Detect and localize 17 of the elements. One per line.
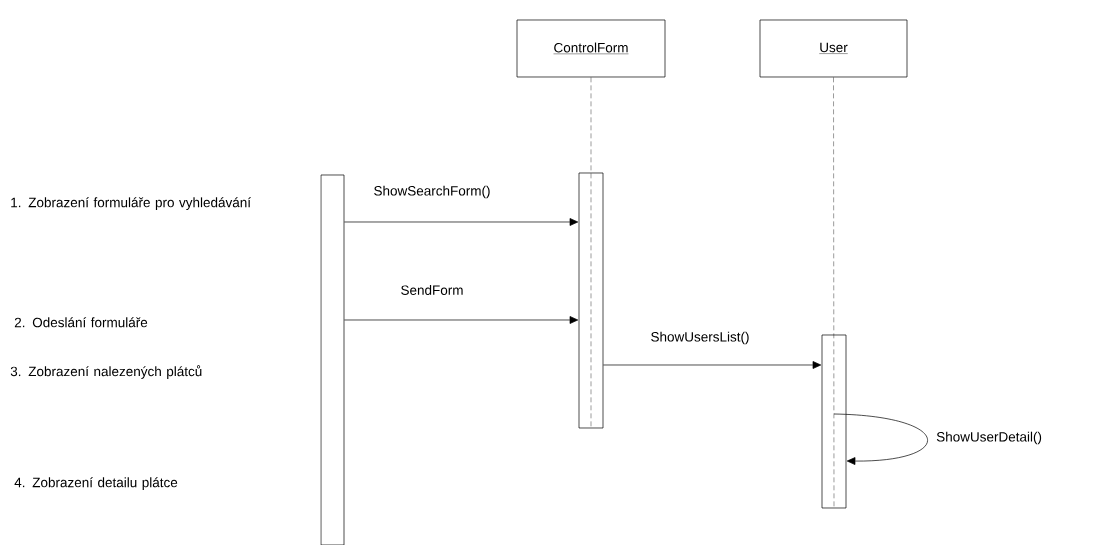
activation-bar [821,334,847,509]
object-box: User [759,19,908,78]
message-label: ShowSearchForm() [374,185,490,199]
message-label: SendForm [401,285,463,295]
message-label: ShowUserDetail() [936,431,1042,445]
object-box: ControlForm [516,19,666,78]
step-note: 1. Zobrazení formuláře pro vyhledávání [11,197,251,210]
step-note: 3. Zobrazení nalezených plátců [10,365,202,379]
message-label: ShowUsersList() [651,331,749,345]
activation-bar [578,172,604,429]
message-arrow [603,361,822,369]
message-arrow [344,316,579,324]
step-note: 2. Odeslání formuláře [14,317,148,328]
message-arrow [344,218,579,226]
activation-bar [320,174,345,545]
self-message-arrow [833,413,928,465]
step-note: 4. Zobrazení detailu plátce [14,477,178,490]
